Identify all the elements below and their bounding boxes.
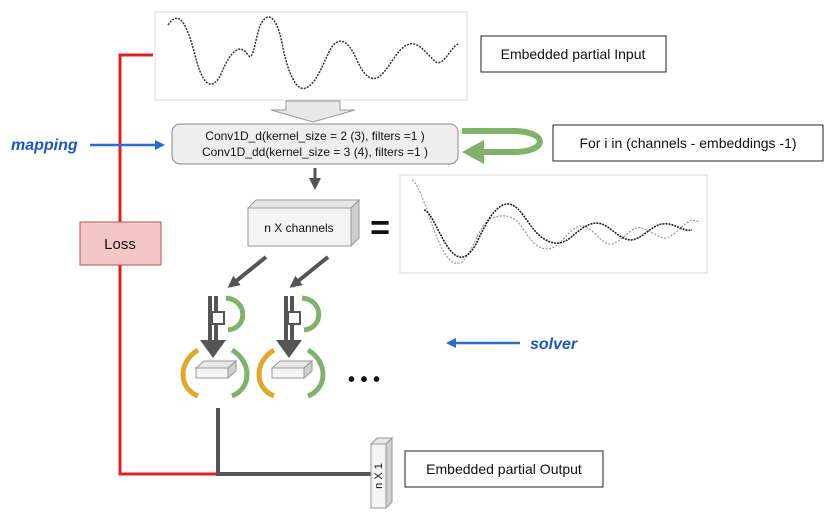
- loop-arrowhead: [462, 140, 484, 164]
- input-signal-curve: [167, 16, 459, 90]
- loss-label: Loss: [104, 236, 136, 253]
- ellipsis: • • •: [348, 369, 380, 391]
- solver-unit-2: [256, 295, 326, 399]
- channels-block: [246, 198, 361, 248]
- conv-layers-box: [171, 123, 459, 165]
- solver-label: solver: [530, 336, 578, 353]
- mapping-label: mapping: [11, 137, 78, 154]
- loss-box: [79, 221, 162, 266]
- predicted-signal-curve: [423, 203, 693, 258]
- solver-unit-1: [180, 295, 250, 399]
- equals-sign: =: [370, 209, 390, 247]
- loop-label-box: [552, 124, 824, 162]
- input-to-conv-arrow: [270, 100, 356, 123]
- comparison-plot: [399, 174, 708, 274]
- loop-arrow: [462, 128, 543, 155]
- channels-label: n X channels: [264, 221, 333, 235]
- conv-line-1: Conv1D_d(kernel_size = 2 (3), filters =1…: [205, 129, 424, 143]
- channels-to-solver-arrow-2: [289, 255, 330, 288]
- output-label-text: Embedded partial Output: [426, 461, 582, 477]
- loop-label-text: For i in (channels - embeddings -1): [579, 135, 796, 151]
- output-vector-block: [369, 436, 394, 510]
- input-signal-plot: [154, 11, 468, 101]
- input-label-text: Embedded partial Input: [501, 46, 646, 62]
- input-label-box: [480, 35, 667, 73]
- vector-label: n X 1: [373, 463, 385, 489]
- solver-output-line: [216, 408, 371, 476]
- conv-line-2: Conv1D_dd(kernel_size = 3 (4), filters =…: [202, 145, 428, 159]
- output-label-box: [404, 450, 604, 488]
- channels-to-solver-arrow-1: [227, 255, 268, 288]
